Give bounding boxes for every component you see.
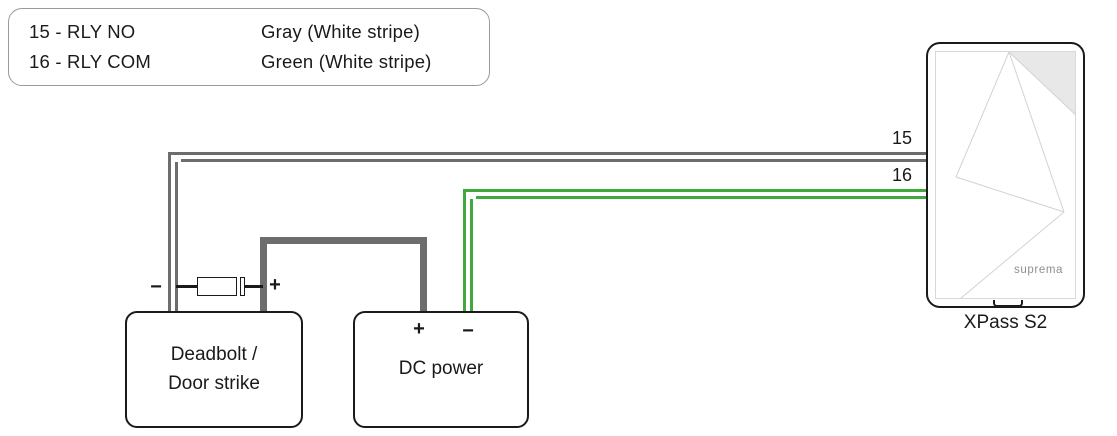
relay-no-wire-horizontal bbox=[178, 152, 927, 162]
legend-row: 16 - RLY COM Green (White stripe) bbox=[9, 47, 489, 77]
legend-box: 15 - RLY NO Gray (White stripe) 16 - RLY… bbox=[8, 8, 490, 86]
power-bridge-wire-top bbox=[260, 237, 427, 244]
deadbolt-label-line-1: Deadbolt / bbox=[170, 344, 258, 365]
flyback-diode-body bbox=[197, 277, 245, 296]
deadbolt-minus-sign: − bbox=[150, 276, 162, 298]
deadbolt-label-line-2: Door strike bbox=[168, 372, 260, 394]
diode-lead-left bbox=[176, 285, 200, 288]
diode-lead-right bbox=[241, 285, 263, 288]
legend-color-label: Green (White stripe) bbox=[261, 51, 432, 72]
dc-power-box: DC power bbox=[353, 311, 529, 428]
relay-com-wire-horizontal bbox=[473, 189, 927, 199]
suprema-logo: suprema bbox=[1014, 264, 1063, 276]
power-bridge-wire-left-leg bbox=[260, 237, 267, 312]
legend-row: 15 - RLY NO Gray (White stripe) bbox=[9, 17, 489, 47]
corner-inner-stroke bbox=[178, 162, 181, 165]
dc-power-plus-sign: + bbox=[413, 318, 425, 340]
wire-label-16: 16 bbox=[891, 165, 912, 185]
relay-no-wire-corner bbox=[168, 152, 181, 165]
reader-bottom-notch bbox=[993, 300, 1023, 307]
legend-pin-label: 15 - RLY NO bbox=[29, 21, 136, 42]
legend-pin-label: 16 - RLY COM bbox=[29, 51, 151, 72]
relay-com-wire-vertical bbox=[463, 199, 473, 312]
reader-facet-graphic bbox=[955, 52, 1075, 298]
flyback-diode-cathode-band bbox=[236, 277, 241, 296]
xpass-s2-device: suprema bbox=[926, 42, 1085, 308]
relay-com-wire-corner bbox=[463, 189, 476, 202]
deadbolt-plus-sign: + bbox=[269, 274, 281, 296]
deadbolt-box: Deadbolt / Door strike bbox=[125, 311, 303, 428]
legend-color-label: Gray (White stripe) bbox=[261, 21, 421, 42]
power-bridge-wire-right-leg bbox=[420, 237, 427, 312]
relay-no-wire-vertical bbox=[168, 162, 178, 312]
corner-inner-stroke bbox=[473, 199, 476, 202]
reader-front-panel: suprema bbox=[935, 51, 1076, 299]
wire-label-15: 15 bbox=[891, 128, 912, 148]
xpass-s2-caption: XPass S2 bbox=[963, 312, 1048, 333]
dc-power-label: DC power bbox=[398, 358, 484, 380]
dc-power-minus-sign: − bbox=[462, 320, 474, 342]
